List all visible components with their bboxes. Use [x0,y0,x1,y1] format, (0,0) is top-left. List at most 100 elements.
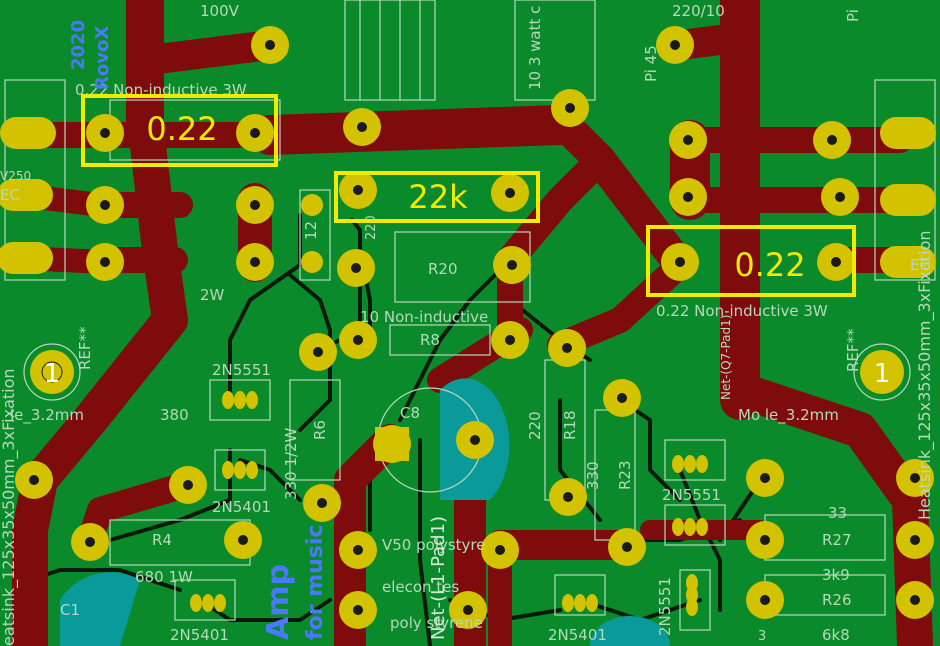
pad-hole [507,260,517,270]
pad-hole [760,535,770,545]
pad-hole [183,480,193,490]
label-r18: R18 [561,410,579,440]
transistor-pad [246,461,258,479]
label-2n5401-left: 2N5401 [212,498,271,516]
label-680-1w: 680 1W [135,568,193,586]
edge-pad [0,117,56,149]
highlight-box-left [81,94,278,167]
highlight-label-left: 0.22 [146,110,217,148]
pad-hole [505,335,515,345]
transistor-pad [684,455,696,473]
transistor-pad [696,518,708,536]
pad [481,531,519,569]
transistor-pad [574,594,586,612]
pad-hole [265,40,275,50]
label-edge-3: 3 [758,629,766,644]
label-2n5551-left: 2N5551 [212,361,271,379]
pad [746,459,784,497]
label-ec-right: EC [910,256,930,274]
pad [608,528,646,566]
label-100v: 100V [200,2,240,20]
pad [71,523,109,561]
pad [746,521,784,559]
edge-pad [880,184,936,216]
label-elec-test: elecon tes [382,578,459,596]
board-branding: 2020 RovoX Amp for music [68,20,328,640]
label-330-half: 330 1/2W [282,427,300,500]
label-ec-left: EC [0,186,20,204]
pad [337,249,375,287]
label-for-music: for music [303,525,328,640]
label-c1: C1 [60,601,80,619]
pad-hole [313,347,323,357]
label-2n5401-bottom: 2N5401 [170,626,229,644]
pad-hole [353,545,363,555]
pad [896,521,934,559]
mount-number-left: 1 [44,359,61,389]
transistor-pads [190,194,708,616]
transistor-pad [672,455,684,473]
pad [817,243,855,281]
pad-hole [827,135,837,145]
transistor-pad [686,598,698,616]
pad-hole [29,475,39,485]
edge-pad [0,242,53,274]
pads [0,26,936,629]
pad [813,121,851,159]
label-mounting-left: le_3.2mm [10,406,84,425]
pad [236,186,274,224]
pad [456,421,494,459]
label-220-mid: 220 [364,215,379,240]
pad-hole [622,542,632,552]
pad-hole [250,200,260,210]
label-r4: R4 [152,531,172,549]
edge-pad [0,179,53,211]
capacitor-bottom-body [590,616,670,646]
mount-number-right: 1 [874,359,891,389]
label-380: 380 [160,406,189,424]
mounting-hole-right: 1 [860,350,904,394]
pad-hole [683,192,693,202]
pad-hole [675,257,685,267]
pad [339,531,377,569]
label-r6: R6 [311,420,329,440]
pad-hole [760,473,770,483]
pad [339,321,377,359]
label-res-right: 0.22 Non-inductive 3W [656,302,828,320]
pad [896,459,934,497]
pad [343,108,381,146]
label-rovox: RovoX [92,26,113,90]
pad [661,243,699,281]
transistor-pad [246,391,258,409]
pad [493,246,531,284]
edge-pad [880,117,936,149]
transistor-pad [222,461,234,479]
label-heatsink-right: Heatsink_125x35x50mm_3xFixation [915,230,935,520]
highlight-label-right: 0.22 [734,246,805,284]
pad [746,581,784,619]
pad-hole [831,257,841,267]
pad-hole [357,122,367,132]
label-r8: R8 [420,331,440,349]
mounting-hole-left: 1 [30,350,74,394]
label-220: 220 [526,411,544,440]
capacitor-c1-body [60,572,140,646]
label-v250: V250 [0,169,31,183]
label-net-l1: Net-(L1-Pad1) [428,516,449,640]
label-2n5551-right: 2N5551 [662,486,721,504]
pad [299,333,337,371]
pad-hole [562,343,572,353]
transistor-pad [214,594,226,612]
label-pi-edge: Pi [844,9,862,22]
label-c8: C8 [400,404,420,422]
label-year: 2020 [68,20,89,70]
label-net-q7: Net-(Q7-Pad1) [719,315,733,400]
highlight-annotations: 0.22 22k 0.22 [81,94,856,297]
transistor-pad [234,391,246,409]
pad [491,174,529,212]
pad-hole [353,335,363,345]
label-r23: R23 [616,460,634,490]
pad [821,178,859,216]
